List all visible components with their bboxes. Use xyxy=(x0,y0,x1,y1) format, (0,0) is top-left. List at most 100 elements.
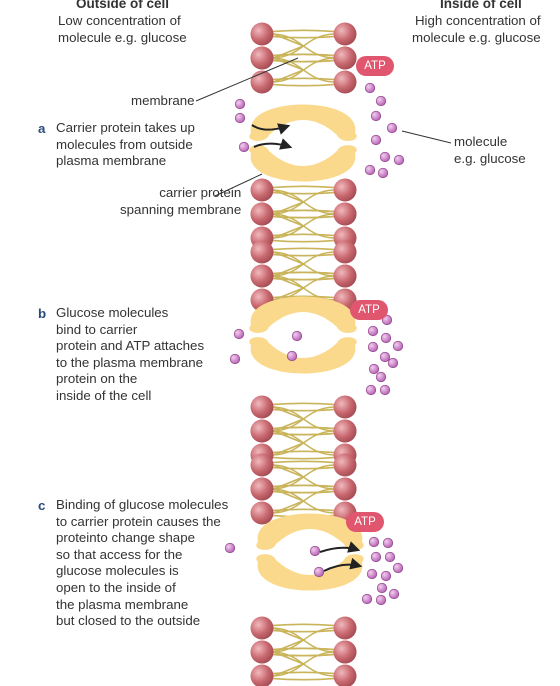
glucose-molecule xyxy=(375,371,387,383)
lipid-tail xyxy=(273,627,334,653)
lipid-tail xyxy=(271,432,336,436)
lipid-tail xyxy=(273,651,334,677)
lipid-tail xyxy=(271,490,336,494)
lipid-tail xyxy=(273,225,304,239)
glucose-molecule xyxy=(364,164,376,176)
lipid-tail xyxy=(271,29,336,33)
lipid-tail xyxy=(273,500,304,514)
lipid-tail xyxy=(271,647,336,651)
lipid-tail xyxy=(271,83,336,87)
phospholipid-head xyxy=(250,616,274,640)
carrier-protein xyxy=(249,104,357,182)
lipid-tail xyxy=(271,426,336,430)
lipid-tail xyxy=(271,466,336,470)
atp-badge: ATP xyxy=(356,56,394,76)
step-c-text: Binding of glucose molecules to carrier … xyxy=(56,497,229,629)
lipid-tail xyxy=(273,430,334,456)
carrier-leader-line xyxy=(214,173,263,197)
carrier-protein xyxy=(256,513,364,591)
phospholipid-head xyxy=(250,240,274,264)
lipid-tail xyxy=(271,239,336,243)
lipid-tail xyxy=(271,271,336,275)
glucose-molecule xyxy=(313,566,325,578)
lipid-tail xyxy=(273,651,304,665)
lipid-tail xyxy=(273,418,304,432)
glucose-molecule xyxy=(233,328,245,340)
arrow xyxy=(251,123,291,135)
glucose-molecule xyxy=(370,110,382,122)
molecule-leader-line xyxy=(401,130,452,144)
lipid-tail xyxy=(273,287,304,301)
glucose-molecule xyxy=(379,351,391,363)
phospholipid-head xyxy=(333,477,357,501)
arrow xyxy=(253,138,293,150)
lipid-tail xyxy=(273,201,304,215)
lipid-tail xyxy=(273,213,334,239)
lipid-tail xyxy=(271,408,336,412)
glucose-molecule xyxy=(309,545,321,557)
lipid-tail xyxy=(273,33,334,59)
glucose-molecule xyxy=(361,593,373,605)
lipid-tail xyxy=(271,677,336,681)
lipid-tail xyxy=(273,442,304,456)
lipid-tail xyxy=(271,77,336,81)
lipid-tail xyxy=(271,53,336,57)
glucose-molecule xyxy=(370,134,382,146)
glucose-molecule xyxy=(368,363,380,375)
glucose-molecule xyxy=(234,112,246,124)
lipid-tail xyxy=(273,189,334,215)
lipid-tail xyxy=(273,488,304,502)
lipid-tail xyxy=(271,185,336,189)
phospholipid-head xyxy=(250,178,274,202)
lipid-tail xyxy=(273,275,304,289)
glucose-molecule xyxy=(380,332,392,344)
glucose-molecule xyxy=(376,582,388,594)
lipid-tail xyxy=(273,213,304,227)
glucose-molecule xyxy=(238,141,250,153)
inside-description: High concentration of molecule e.g. gluc… xyxy=(412,13,541,45)
membrane-label: membrane xyxy=(131,93,195,108)
lipid-tail xyxy=(273,663,304,677)
glucose-molecule xyxy=(375,95,387,107)
lipid-tail xyxy=(271,233,336,237)
phospholipid-head xyxy=(250,640,274,664)
phospholipid-head xyxy=(333,264,357,288)
glucose-molecule xyxy=(286,350,298,362)
lipid-tail xyxy=(273,33,304,47)
step-b-letter: b xyxy=(38,306,47,321)
phospholipid-head xyxy=(250,395,274,419)
glucose-molecule xyxy=(375,594,387,606)
phospholipid-head xyxy=(250,501,274,525)
carrier-protein-half xyxy=(249,145,357,182)
lipid-tail xyxy=(273,430,304,444)
carrier-protein xyxy=(249,296,357,374)
lipid-tail xyxy=(271,629,336,633)
lipid-tail xyxy=(273,251,334,277)
step-c-letter: c xyxy=(38,498,46,513)
phospholipid-head xyxy=(333,22,357,46)
lipid-tail xyxy=(273,69,304,83)
carrier-protein-label: carrier protein spanning membrane xyxy=(120,185,242,217)
phospholipid-head xyxy=(250,202,274,226)
phospholipid-head xyxy=(333,178,357,202)
carrier-protein-half xyxy=(249,296,357,333)
glucose-molecule xyxy=(377,167,389,179)
glucose-molecule xyxy=(291,330,303,342)
carrier-protein-half xyxy=(256,513,364,550)
glucose-molecule xyxy=(234,98,246,110)
glucose-molecule xyxy=(379,151,391,163)
phospholipid-head xyxy=(333,202,357,226)
step-a-letter: a xyxy=(38,121,46,136)
glucose-molecule xyxy=(393,154,405,166)
phospholipid-head xyxy=(333,664,357,686)
phospholipid-head xyxy=(250,477,274,501)
glucose-molecule xyxy=(392,340,404,352)
outside-description: Low concentration of molecule e.g. gluco… xyxy=(58,13,187,45)
lipid-tail xyxy=(271,653,336,657)
lipid-tail xyxy=(271,456,336,460)
lipid-tail xyxy=(271,450,336,454)
lipid-tail xyxy=(273,488,334,514)
phospholipid-head xyxy=(250,419,274,443)
step-a-text: Carrier protein takes up molecules from … xyxy=(56,120,195,169)
glucose-molecule xyxy=(367,341,379,353)
